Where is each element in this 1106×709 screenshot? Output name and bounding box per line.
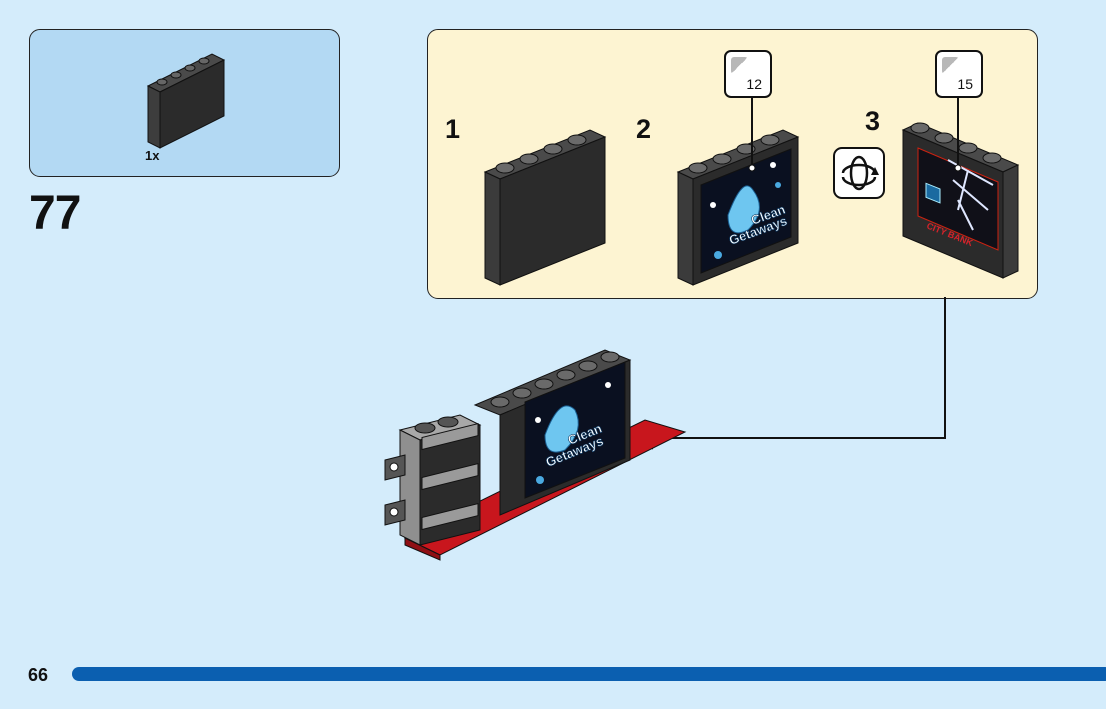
progress-bar [72,667,1106,681]
panel-city-bank-icon: CITY BANK [901,122,1020,279]
black-panel-icon [483,129,607,286]
substep-label-1: 1 [445,114,461,144]
substep-box: 1 2 3 Clean Getaways 12 [427,29,1038,299]
panel-clean-getaways-icon: Clean Getaways [676,129,800,286]
parts-quantity: 1x [145,148,160,163]
callout-leader-15 [954,98,962,172]
rotate-model-icon [833,147,885,199]
sticker-sheet-icon [731,57,748,74]
callout-leader-12 [748,98,756,172]
sticker-sheet-icon [942,57,959,74]
sticker-number-12: 12 [746,76,762,92]
sticker-callout-12: 12 [724,50,772,98]
sticker-callout-15: 15 [935,50,983,98]
substep-label-2: 2 [636,114,652,144]
black-panel-1x4x3-icon [146,53,226,149]
substep-label-3: 3 [865,106,881,136]
sticker-number-15: 15 [957,76,973,92]
step-number: 77 [29,187,81,240]
parts-list-box: 1x [29,29,340,177]
main-assembly-model: Clean Getaways [384,349,687,561]
page-number: 66 [28,665,49,685]
